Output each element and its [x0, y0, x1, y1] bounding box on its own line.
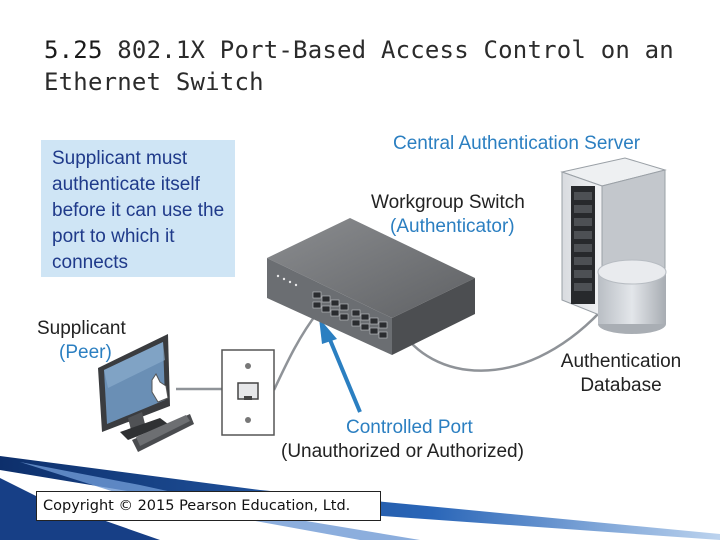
port-state-label: (Unauthorized or Authorized)	[281, 441, 524, 462]
controlled-port-label: Controlled Port	[346, 417, 473, 438]
workgroup-switch-icon	[267, 218, 475, 355]
copyright-notice: Copyright © 2015 Pearson Education, Ltd.	[36, 491, 381, 521]
slide-number: 5.25	[44, 36, 103, 64]
server-label: Central Authentication Server	[393, 133, 641, 154]
switch-label: Workgroup Switch	[371, 192, 525, 213]
slide-title-text: 802.1X Port-Based Access Control on an E…	[44, 36, 674, 96]
supplicant-note: Supplicant must authenticate itself befo…	[41, 140, 235, 277]
wall-jack-icon	[221, 349, 275, 436]
supplicant-computer-icon	[98, 334, 194, 452]
authentication-database-icon	[597, 259, 667, 334]
database-label-line1: Authentication	[560, 351, 682, 372]
network-cables	[176, 311, 601, 391]
peer-label: (Peer)	[59, 342, 112, 363]
controlled-port-arrow	[319, 318, 362, 413]
authenticator-label: (Authenticator)	[390, 216, 515, 237]
slide-title: 5.25 802.1X Port-Based Access Control on…	[44, 34, 694, 98]
footer-ribbon	[0, 456, 720, 540]
supplicant-label: Supplicant	[37, 318, 126, 339]
database-label-line2: Database	[580, 375, 662, 396]
